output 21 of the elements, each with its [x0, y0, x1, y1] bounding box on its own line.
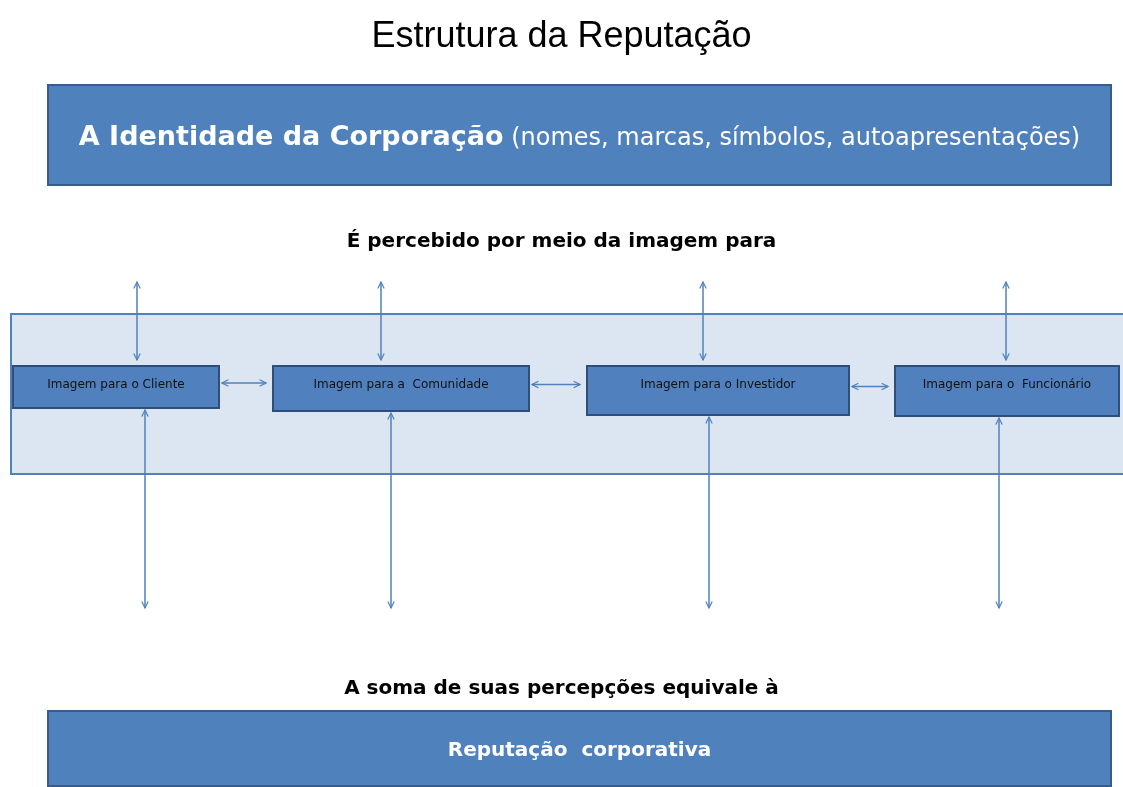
image-box: Imagem para a Comunidade — [272, 365, 530, 412]
image-box: Imagem para o Investidor — [586, 365, 850, 416]
arrow — [851, 382, 889, 391]
arrow — [133, 281, 141, 361]
reputation-box: Reputação corporativa — [47, 710, 1112, 787]
band-background — [10, 313, 1123, 475]
caption-text: É percebido por meio da imagem para — [345, 228, 778, 252]
arrow — [531, 380, 581, 389]
arrow — [387, 412, 395, 609]
arrow — [699, 281, 707, 361]
caption-text: A soma de suas percepções equivale à — [343, 675, 780, 699]
arrow — [377, 281, 385, 361]
identity-box: A Identidade da Corporação (nomes, marcas, símbolos, autoapresentações) — [47, 84, 1112, 186]
arrow — [141, 409, 149, 609]
image-box: Imagem para o Cliente — [12, 365, 220, 409]
arrow — [221, 379, 267, 387]
image-box: Imagem para o Funcionário — [894, 365, 1120, 417]
diagram-title: Estrutura da Reputação — [370, 14, 753, 56]
arrow — [1002, 281, 1010, 361]
arrow — [995, 417, 1003, 609]
arrow — [705, 416, 713, 609]
